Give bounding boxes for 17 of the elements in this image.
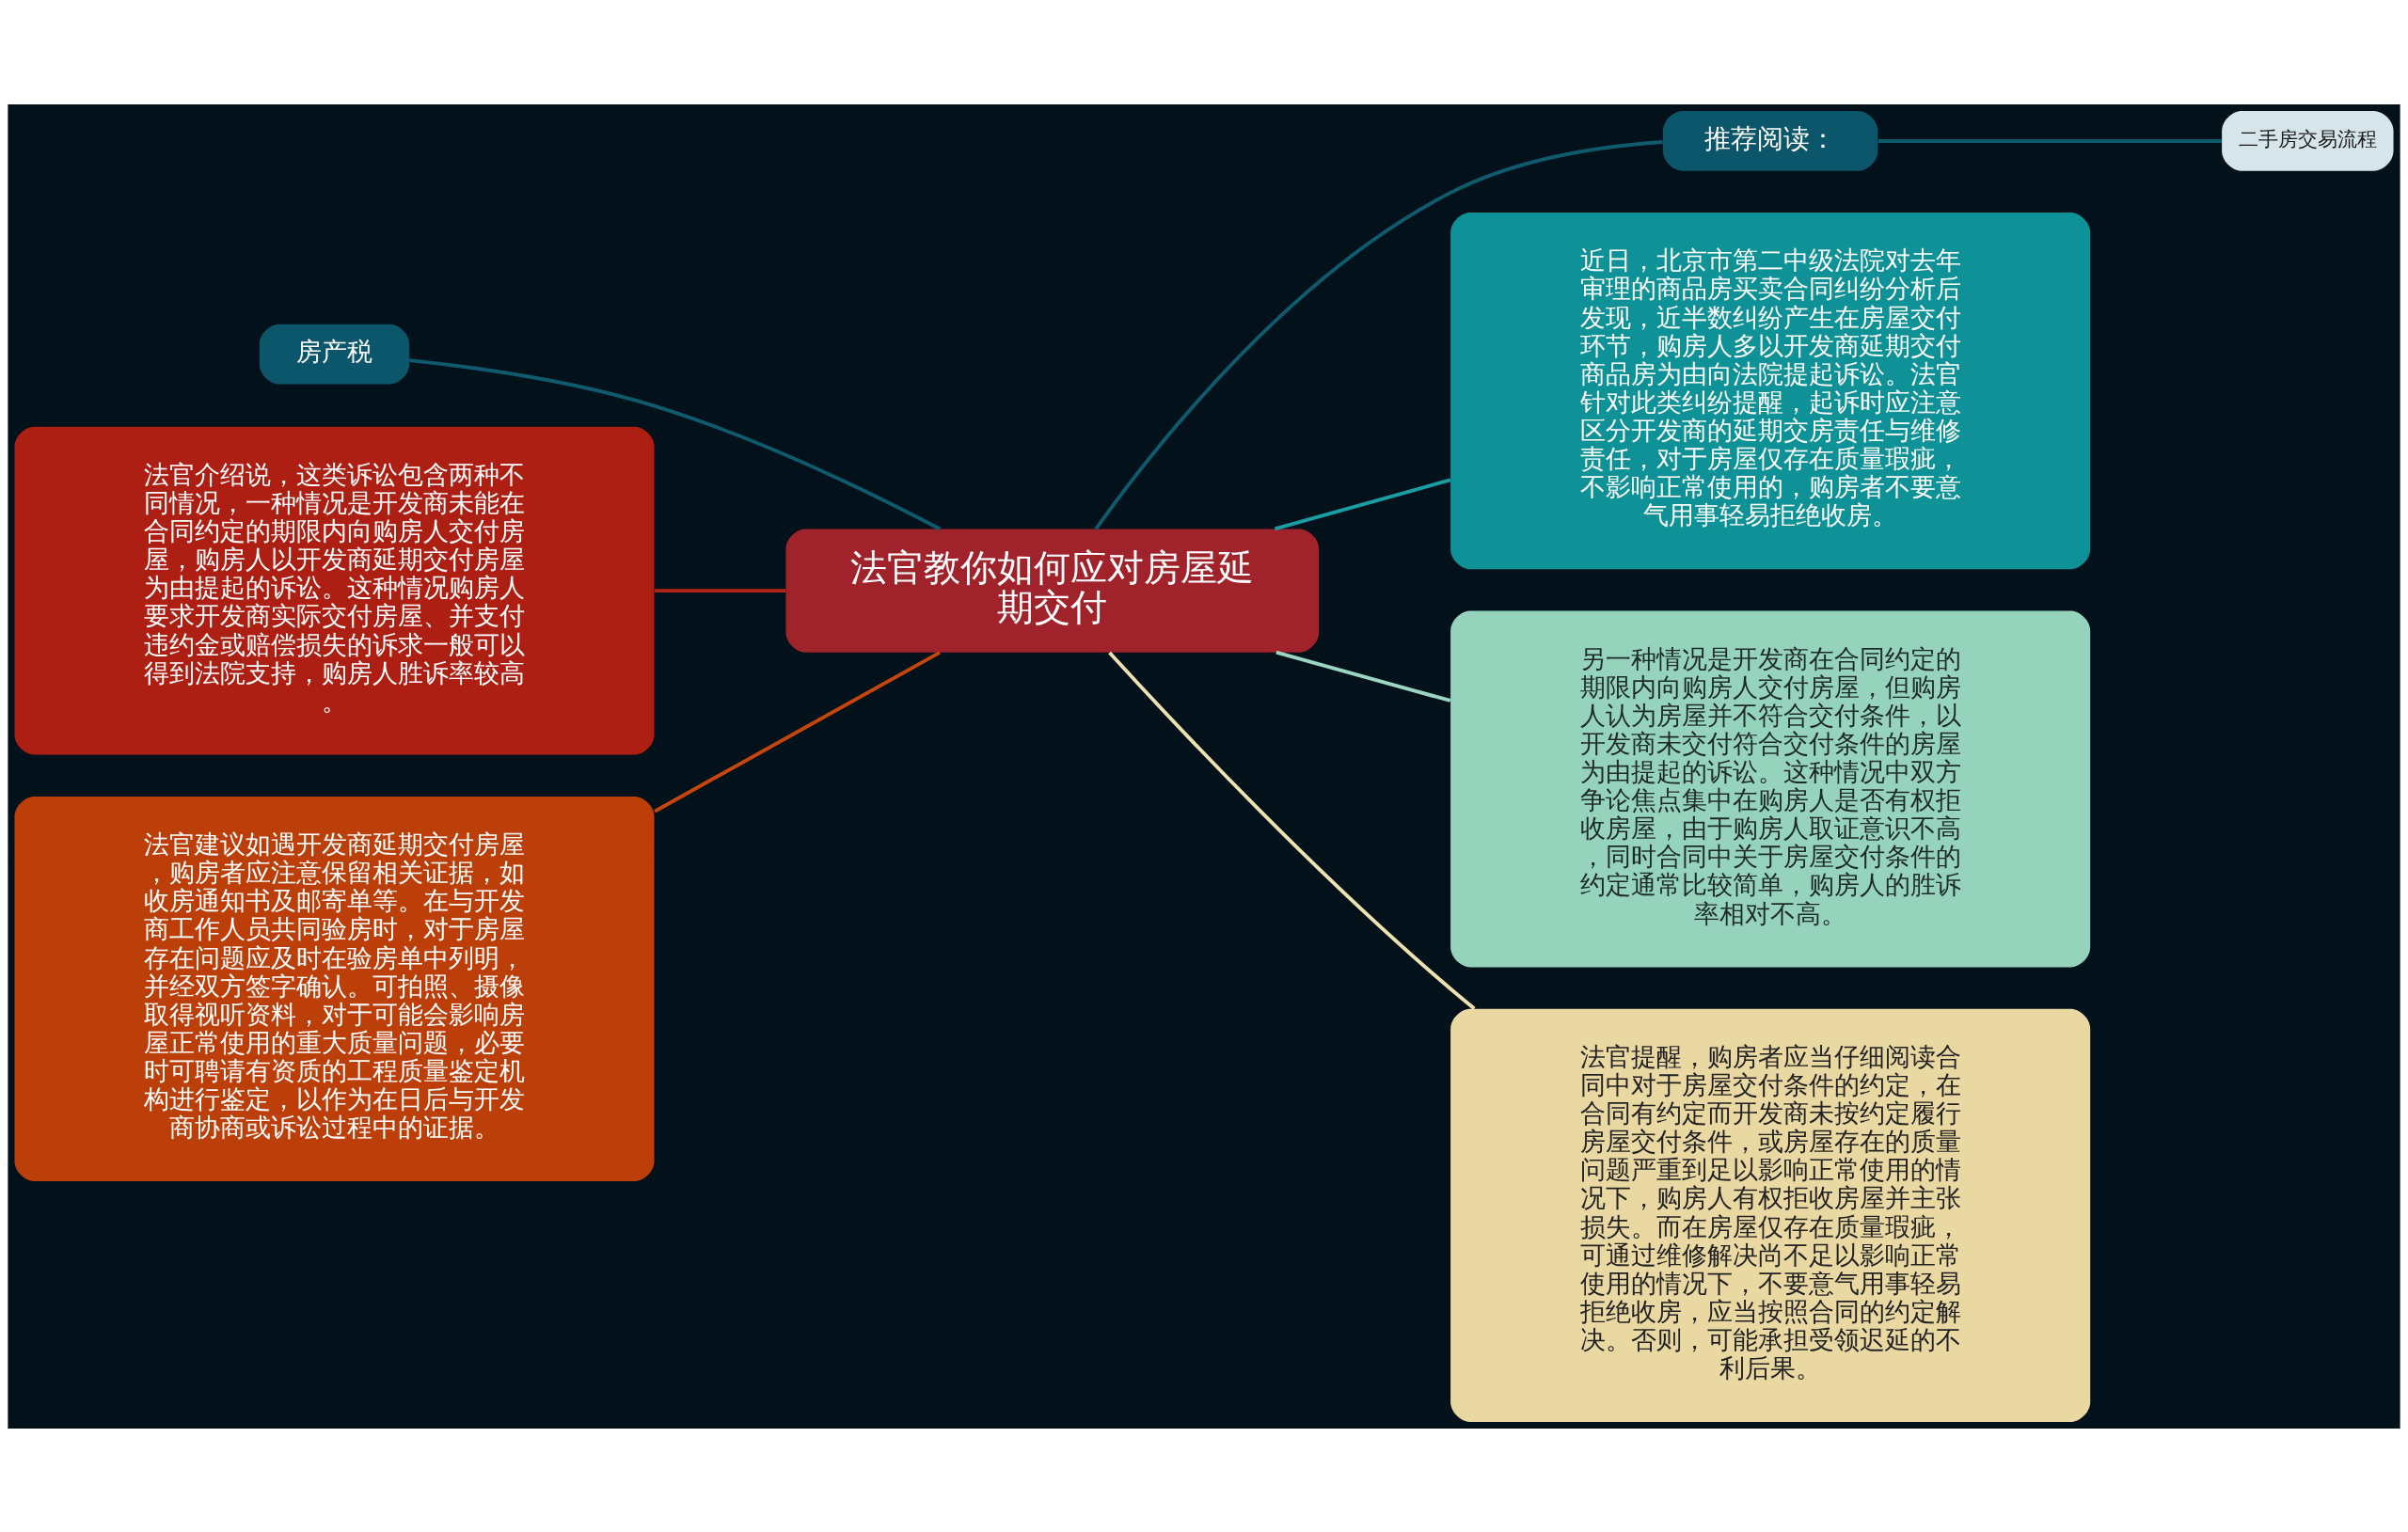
- connector: [1094, 139, 1663, 530]
- connector: [1877, 138, 2222, 143]
- connector: [655, 588, 786, 592]
- connector: [1275, 650, 1451, 703]
- node-box: 另一种情况是开发商在合同约定的期限内向购房人交付房屋，但购房人认为房屋并不符合交付条件，以开发商未交付符合交付条件的房屋为由提起的诉讼。这种情况中双方争论焦点集中在购房人是否有权拒收房屋，由于购房人取证意识不高，同时合同中关于房屋交付条件的约定通常比较简单，购房人的胜诉率相对不高。: [1450, 609, 2091, 967]
- node-box: 法官介绍说，这类诉讼包含两种不同情况，一种情况是开发商未能在合同约定的期限内向购房人交付房屋，购房人以开发商延期交付房屋为由提起的诉讼。这种情况购房人要求开发商实际交付房屋、并支付违约金或赔偿损失的诉求一般可以得到法院支持，购房人胜诉率较高。: [14, 426, 655, 755]
- connector: [1108, 651, 1476, 1010]
- node-box: 二手房交易流程: [2222, 110, 2394, 171]
- node-box: 推荐阅读：: [1662, 110, 1878, 171]
- connector: [1274, 477, 1451, 530]
- connector: [654, 650, 941, 813]
- connector: [409, 357, 942, 530]
- node-box: 近日，北京市第二中级法院对去年审理的商品房买卖合同纠纷分析后发现，近半数纠纷产生在房屋交付环节，购房人多以开发商延期交付商品房为由向法院提起诉讼。法官针对此类纠纷提醒，起诉时应注意区分开发商的延期交房责任与维修责任，对于房屋仅存在质量瑕疵，不影响正常使用的，购房者不要意气用事轻易拒绝收房。: [1450, 212, 2091, 569]
- node-box: 法官提醒，购房者应当仔细阅读合同中对于房屋交付条件的约定，在合同有约定而开发商未按约定履行房屋交付条件，或房屋存在的质量问题严重到足以影响正常使用的情况下，购房人有权拒收房屋并主张损失。而在房屋仅存在质量瑕疵，可通过维修解决尚不足以影响正常使用的情况下，不要意气用事轻易拒绝收房，应当按照合同的约定解决。否则，可能承担受领迟延的不利后果。: [1450, 1008, 2091, 1422]
- node-box: 法官教你如何应对房屋延期交付: [785, 529, 1320, 653]
- node-box: 法官建议如遇开发商延期交付房屋，购房者应注意保留相关证据，如收房通知书及邮寄单等。在与开发商工作人员共同验房时，对于房屋存在问题应及时在验房单中列明，并经双方签字确认。可拍照、摄像取得视听资料，对于可能会影响房屋正常使用的重大质量问题，必要时可聘请有资质的工程质量鉴定机构进行鉴定，以作为在日后与开发商协商或诉讼过程中的证据。: [14, 796, 655, 1181]
- node-box: 房产税: [259, 324, 410, 385]
